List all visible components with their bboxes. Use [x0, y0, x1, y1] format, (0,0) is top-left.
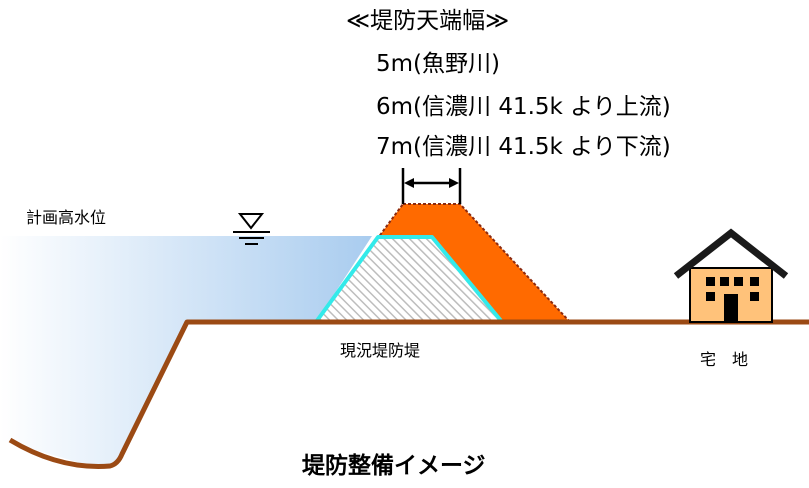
crest-width-line: 7m(信濃川 41.5k より下流) [376, 134, 671, 160]
crest-width-heading: ≪堤防天端幅≫ [346, 8, 510, 34]
crest-width-line: 5m(魚野川) [376, 51, 500, 77]
river-water [0, 236, 372, 465]
crest-width-line: 6m(信濃川 41.5k より上流) [376, 94, 671, 120]
residential-label: 宅 地 [700, 350, 749, 369]
double-arrow-icon [401, 168, 462, 204]
house-icon [673, 228, 789, 323]
diagram-title: 堤防整備イメージ [302, 453, 486, 479]
water-level-triangle-icon [233, 213, 270, 245]
water-level-label: 計画高水位 [26, 208, 107, 227]
ground-line [8, 319, 809, 469]
existing-levee-label: 現況堤防堤 [340, 341, 421, 360]
